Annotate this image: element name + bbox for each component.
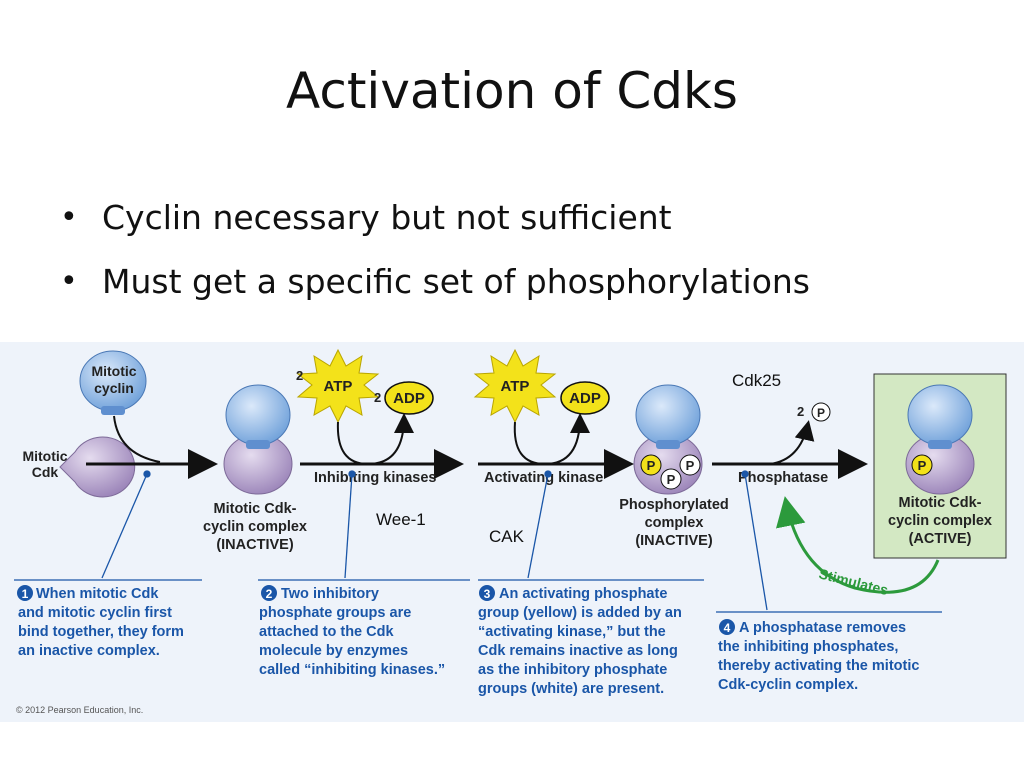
bullet-text: Cyclin necessary but not sufficient xyxy=(102,198,672,237)
step-number: 1 xyxy=(22,587,29,601)
complex-inactive xyxy=(223,384,293,495)
activating-kinase-label: Activating kinase xyxy=(484,470,603,486)
complex-label: (INACTIVE) xyxy=(635,533,713,549)
stimulates-label: Stimulates xyxy=(817,565,890,598)
atp-label: ATP xyxy=(501,378,530,395)
phosphate-label: P xyxy=(647,458,656,473)
step-text: An activating phosphate xyxy=(499,586,667,602)
step-number-badge xyxy=(719,619,735,635)
step-text: bind together, they form xyxy=(18,624,184,640)
activating-phosphate-icon xyxy=(911,454,933,476)
step-text: groups (white) are present. xyxy=(478,681,664,697)
complex-label: cyclin complex xyxy=(203,519,307,535)
activating-phosphate-icon xyxy=(640,454,662,476)
phosphate-label: P xyxy=(667,472,676,487)
step-number: 4 xyxy=(724,621,731,635)
cdk-label: Cdk xyxy=(32,464,59,480)
inhibitory-phosphate-icon xyxy=(660,468,682,490)
cak-annotation: CAK xyxy=(489,527,525,546)
atp-to-adp-arrow-2 xyxy=(513,413,590,466)
bullet-item: • Must get a specific set of phosphorylat… xyxy=(60,250,810,314)
step-text: Cdk remains inactive as long xyxy=(478,643,678,659)
phosphate-label: P xyxy=(686,458,695,473)
count-label: 2 xyxy=(374,390,381,405)
cyclin-joining-arrow xyxy=(113,415,161,463)
adp-label: ADP xyxy=(393,390,425,407)
complex-label: Mitotic Cdk- xyxy=(899,495,982,511)
free-cyclin: Mitotic cyclin xyxy=(79,350,147,415)
step-text: Cdk-cyclin complex. xyxy=(718,677,858,693)
free-cdk: Mitotic Cdk xyxy=(22,436,136,498)
wee1-annotation: Wee-1 xyxy=(376,510,426,529)
figure-svg: Mitotic cyclin Mitotic Cdk Mitotic Cdk- … xyxy=(14,348,1007,715)
step-text: attached to the Cdk xyxy=(259,624,394,640)
step-number-badge xyxy=(261,585,277,601)
bullet-list: • Cyclin necessary but not sufficient • Mu… xyxy=(60,186,810,314)
cdk25-annotation: Cdk25 xyxy=(732,371,781,390)
step-number: 3 xyxy=(484,587,491,601)
step-text: molecule by enzymes xyxy=(259,643,408,659)
step-text: Two inhibitory xyxy=(281,586,379,602)
bullet-item: • Cyclin necessary but not sufficient xyxy=(60,186,810,250)
copyright-notice: © 2012 Pearson Education, Inc. xyxy=(16,705,143,715)
step-text: as the inhibitory phosphate xyxy=(478,662,667,678)
cyclin-label: cyclin xyxy=(94,380,134,396)
complex-phosphorylated: P P P xyxy=(633,384,703,495)
step-text: an inactive complex. xyxy=(18,643,160,659)
complex-label: (INACTIVE) xyxy=(216,537,294,553)
step-text: “activating kinase,” but the xyxy=(478,624,666,640)
step-text: and mitotic cyclin first xyxy=(18,605,172,621)
step-text: the inhibiting phosphates, xyxy=(718,639,898,655)
complex-label: Phosphorylated xyxy=(619,497,729,513)
bullet-dot-icon: • xyxy=(60,264,78,299)
complex-label: Mitotic Cdk- xyxy=(214,501,297,517)
step-number: 2 xyxy=(266,587,273,601)
atp-starburst-1: ATP 2 xyxy=(296,348,380,424)
phosphate-label: P xyxy=(817,406,825,420)
released-phosphate-icon xyxy=(811,402,831,422)
bullet-text: Must get a specific set of phosphorylati… xyxy=(102,262,810,301)
slide-title: Activation of Cdks xyxy=(286,62,738,120)
complex-label: (ACTIVE) xyxy=(909,531,972,547)
step-caption-3: 3 An activating phosphate group (yellow)… xyxy=(478,585,682,697)
step-number-badge xyxy=(479,585,495,601)
complex-active: P xyxy=(905,384,975,495)
cdk-label: Mitotic xyxy=(22,448,67,464)
atp-to-adp-arrow-1 xyxy=(336,413,414,466)
phosphate-label: P xyxy=(918,458,927,473)
step-text: called “inhibiting kinases.” xyxy=(259,662,445,678)
complex-label: complex xyxy=(645,515,704,531)
cdk-activation-figure: Mitotic cyclin Mitotic Cdk Mitotic Cdk- … xyxy=(0,342,1024,722)
adp-oval-2: ADP xyxy=(560,381,610,415)
step-caption-1: 1 When mitotic Cdk and mitotic cyclin fi… xyxy=(17,585,184,659)
complex-label: cyclin complex xyxy=(888,513,992,529)
caption-pointers xyxy=(14,470,942,613)
phosphatase-label: Phosphatase xyxy=(738,470,828,486)
adp-oval-1: 2 ADP xyxy=(374,381,434,415)
count-label: 2 xyxy=(296,368,303,383)
step-caption-2: 2 Two inhibitory phosphate groups are at… xyxy=(259,585,445,678)
stimulates-arrow xyxy=(776,496,940,594)
adp-label: ADP xyxy=(569,390,601,407)
bullet-dot-icon: • xyxy=(60,200,78,235)
step-caption-4: 4 A phosphatase removes the inhibiting p… xyxy=(718,619,919,693)
atp-starburst-2: ATP xyxy=(473,348,557,424)
step-text: A phosphatase removes xyxy=(739,620,906,636)
phosphate-release-arrow xyxy=(769,420,815,465)
step-text: When mitotic Cdk xyxy=(36,586,159,602)
inhibiting-kinases-label: Inhibiting kinases xyxy=(314,470,436,486)
step-text: group (yellow) is added by an xyxy=(478,605,682,621)
count-label: 2 xyxy=(797,404,804,419)
atp-label: ATP xyxy=(324,378,353,395)
step-text: phosphate groups are xyxy=(259,605,411,621)
step-text: thereby activating the mitotic xyxy=(718,658,919,674)
step-number-badge xyxy=(17,585,33,601)
inhibitory-phosphate-icon xyxy=(679,454,701,476)
cyclin-label: Mitotic xyxy=(91,363,136,379)
